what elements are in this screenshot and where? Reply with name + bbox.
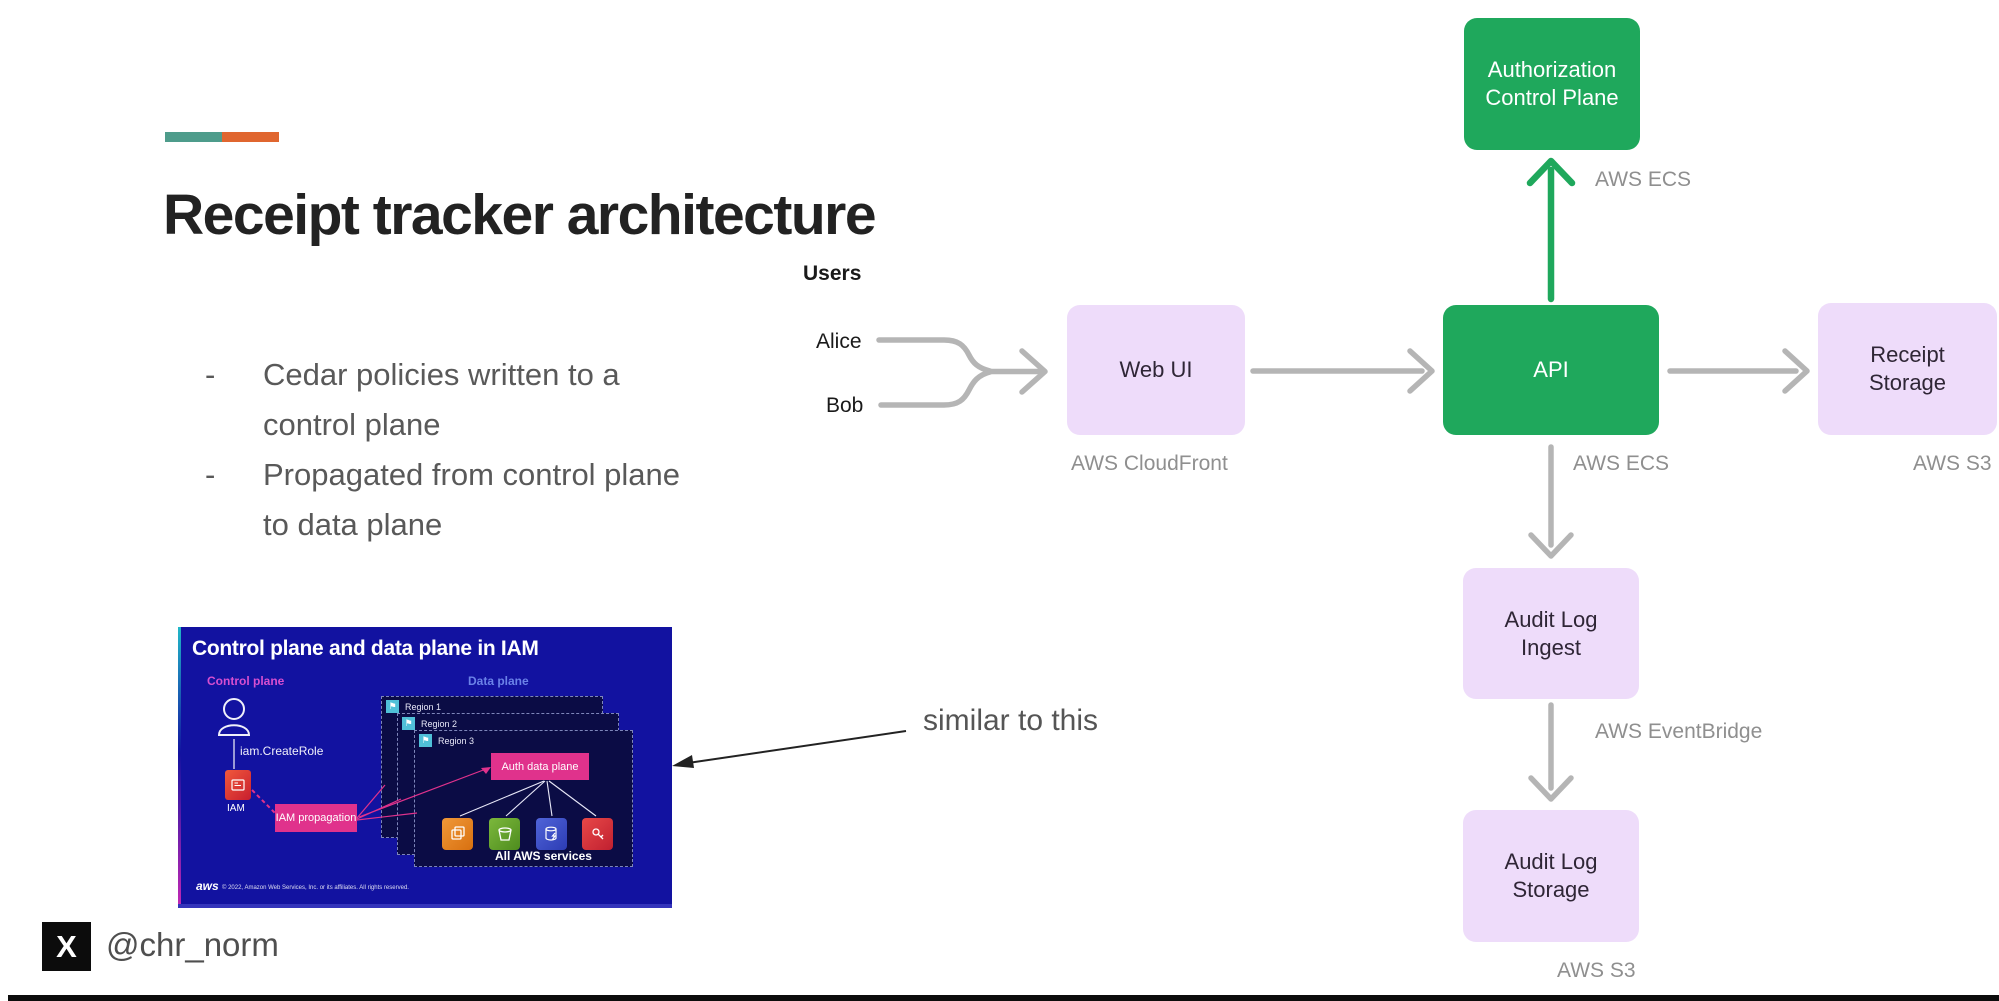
embed-bottom-strip bbox=[178, 904, 672, 908]
node-label: Authorization bbox=[1487, 57, 1617, 82]
bullet-text: Cedar policies written to a control plan… bbox=[263, 357, 620, 442]
bottom-border-bar bbox=[8, 995, 1999, 1001]
region-flag-icon: ⚑ bbox=[419, 734, 432, 747]
node-authorization-control-plane: Authorization Control Plane bbox=[1464, 18, 1640, 150]
api-to-ingest-arrowhead bbox=[1528, 532, 1574, 559]
bullet-item: - Cedar policies written to a control pl… bbox=[205, 350, 708, 450]
node-label: Audit Log bbox=[1504, 849, 1598, 874]
node-label: Web UI bbox=[1119, 357, 1193, 382]
sublabel-api-ecs: AWS ECS bbox=[1573, 452, 1670, 475]
node-label: Control Plane bbox=[1485, 85, 1619, 110]
region-flag-icon: ⚑ bbox=[386, 700, 399, 713]
sublabel-cloudfront: AWS CloudFront bbox=[1071, 452, 1228, 475]
user-label-bob: Bob bbox=[826, 394, 864, 417]
ingest-to-storage-arrowhead bbox=[1528, 775, 1574, 802]
annotation-text: similar to this bbox=[923, 704, 1099, 737]
node-label: API bbox=[1533, 357, 1569, 382]
embed-edge-stripe bbox=[178, 627, 181, 908]
accent-bar bbox=[165, 132, 279, 142]
webui-to-api-arrowhead bbox=[1407, 348, 1435, 394]
bullet-item: - Propagated from control plane to data … bbox=[205, 450, 708, 550]
x-handle: @chr_norm bbox=[106, 926, 279, 963]
embed-copyright: © 2022, Amazon Web Services, Inc. or its… bbox=[222, 885, 409, 891]
users-heading: Users bbox=[803, 262, 862, 285]
region-flag-icon: ⚑ bbox=[402, 717, 415, 730]
sublabel-storage-s3: AWS S3 bbox=[1557, 959, 1636, 982]
sublabel-receipt-s3: AWS S3 bbox=[1913, 452, 1992, 475]
users-to-webui-arrowhead bbox=[1019, 348, 1048, 395]
node-receipt-storage: Receipt Storage bbox=[1818, 303, 1997, 435]
bullet-text: Propagated from control plane to data pl… bbox=[263, 457, 681, 542]
embed-data-plane-label: Data plane bbox=[468, 674, 529, 688]
node-web-ui: Web UI bbox=[1067, 305, 1245, 435]
auth-data-plane-box: Auth data plane bbox=[491, 753, 589, 780]
key-service-icon bbox=[582, 818, 613, 850]
x-twitter-icon: X bbox=[42, 922, 91, 971]
page-title: Receipt tracker architecture bbox=[163, 183, 877, 247]
iam-service-icon bbox=[225, 770, 251, 800]
accent-orange-segment bbox=[222, 132, 279, 142]
bullet-marker: - bbox=[205, 457, 216, 492]
iam-propagation-dashed-line bbox=[251, 789, 277, 815]
bullet-list: - Cedar policies written to a control pl… bbox=[205, 350, 708, 550]
bucket-service-icon bbox=[489, 818, 520, 850]
accent-teal-segment bbox=[165, 132, 222, 142]
iam-label: IAM bbox=[227, 803, 245, 814]
compute-service-icon bbox=[442, 818, 473, 850]
iam-createrole-label: iam.CreateRole bbox=[240, 744, 324, 758]
database-service-icon bbox=[536, 818, 567, 850]
aws-logo: aws bbox=[196, 879, 219, 893]
api-to-receipt-arrowhead bbox=[1782, 348, 1810, 394]
all-aws-services-label: All AWS services bbox=[495, 849, 592, 863]
node-label: Ingest bbox=[1521, 634, 1581, 660]
node-label: Audit Log bbox=[1504, 606, 1598, 632]
node-api: API bbox=[1443, 305, 1659, 435]
node-label: Storage bbox=[1512, 877, 1590, 902]
annotation-arrow-line bbox=[687, 730, 907, 764]
bullet-marker: - bbox=[205, 357, 216, 392]
region-label: Region 2 bbox=[421, 719, 458, 729]
embed-title: Control plane and data plane in IAM bbox=[192, 637, 539, 660]
bob-connector-line bbox=[878, 369, 993, 408]
embedded-aws-slide-image: Control plane and data plane in IAM Cont… bbox=[178, 627, 672, 908]
annotation-arrowhead bbox=[672, 755, 694, 768]
person-icon bbox=[217, 698, 251, 736]
node-audit-log-storage: Audit Log Storage bbox=[1463, 810, 1639, 942]
region-label: Region 1 bbox=[405, 702, 442, 712]
node-label: Storage bbox=[1868, 370, 1947, 395]
sublabel-auth-ecs: AWS ECS bbox=[1595, 168, 1692, 191]
sublabel-eventbridge: AWS EventBridge bbox=[1595, 720, 1763, 743]
region-label: Region 3 bbox=[438, 736, 475, 746]
iam-propagation-box: IAM propagation bbox=[275, 804, 357, 832]
node-audit-log-ingest: Audit Log Ingest bbox=[1463, 568, 1639, 699]
user-label-alice: Alice bbox=[816, 330, 862, 353]
iam-card-icon bbox=[231, 779, 245, 791]
alice-connector-line bbox=[876, 337, 993, 374]
api-to-auth-arrowhead bbox=[1526, 157, 1576, 187]
embed-control-plane-label: Control plane bbox=[207, 674, 285, 688]
node-label: Receipt bbox=[1870, 342, 1945, 367]
